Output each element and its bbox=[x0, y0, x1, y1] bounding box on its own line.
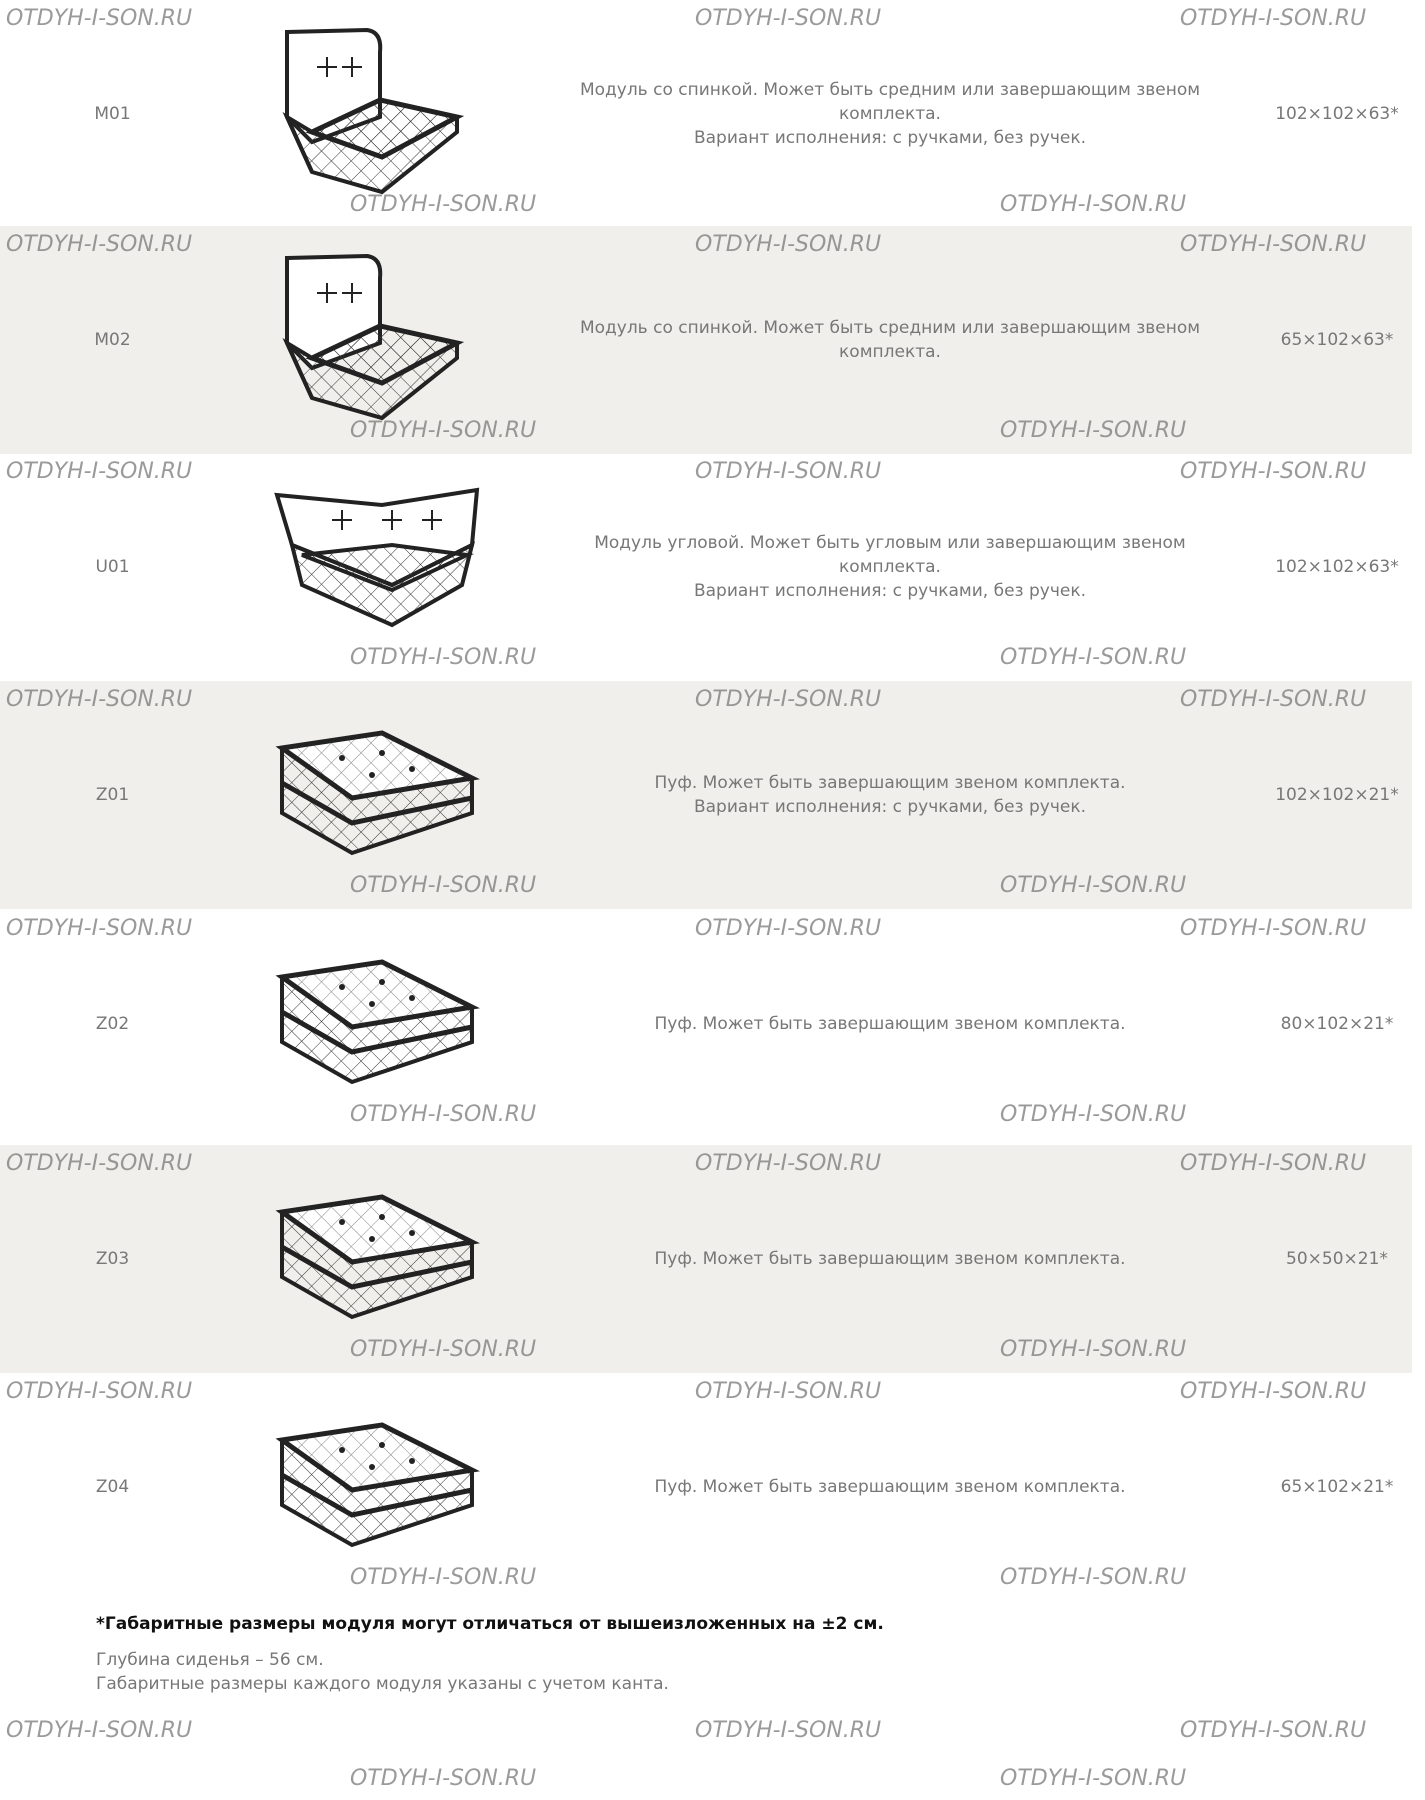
module-row: M02 Модуль со спинкой. Может быть средни… bbox=[0, 226, 1412, 454]
module-row: Z02 Пуф. Может быть завершающим звеном к… bbox=[0, 910, 1412, 1138]
module-code: M02 bbox=[94, 330, 131, 350]
module-drawing bbox=[272, 475, 502, 655]
module-drawing bbox=[272, 932, 502, 1112]
module-drawing bbox=[272, 1395, 502, 1575]
module-size: 50×50×21* bbox=[1286, 1249, 1388, 1269]
watermark: OTDYH-I-SON.RU bbox=[695, 1718, 882, 1743]
module-description: Модуль со спинкой. Может быть средним ил… bbox=[530, 316, 1250, 364]
module-row: Z03 Пуф. Может быть завершающим звеном к… bbox=[0, 1145, 1412, 1373]
module-size: 102×102×63* bbox=[1275, 104, 1399, 124]
module-drawing bbox=[272, 248, 502, 428]
module-size: 80×102×21* bbox=[1280, 1014, 1394, 1034]
description-line: Модуль со спинкой. Может быть средним ил… bbox=[579, 318, 1201, 338]
description-line: Модуль со спинкой. Может быть средним ил… bbox=[579, 80, 1201, 100]
footer-notes: *Габаритные размеры модуля могут отличат… bbox=[96, 1612, 884, 1696]
module-code: Z01 bbox=[95, 785, 130, 805]
module-size: 65×102×63* bbox=[1280, 330, 1394, 350]
description-line: Вариант исполнения: с ручками, без ручек… bbox=[693, 581, 1087, 601]
watermark: OTDYH-I-SON.RU bbox=[1000, 1766, 1187, 1791]
description-line: комплекта. bbox=[839, 342, 941, 362]
module-code: U01 bbox=[95, 557, 130, 577]
seat-depth-note: Глубина сиденья – 56 см. bbox=[96, 1650, 324, 1670]
module-description: Пуф. Может быть завершающим звеном компл… bbox=[530, 1475, 1250, 1499]
description-line: Пуф. Может быть завершающим звеном компл… bbox=[654, 1249, 1126, 1269]
module-row: U01 Модуль угловой. Может быть угловым и… bbox=[0, 453, 1412, 681]
module-size: 65×102×21* bbox=[1280, 1477, 1394, 1497]
description-line: Пуф. Может быть завершающим звеном компл… bbox=[654, 1477, 1126, 1497]
module-drawing bbox=[272, 22, 502, 202]
module-size: 102×102×63* bbox=[1275, 557, 1399, 577]
watermark: OTDYH-I-SON.RU bbox=[350, 1766, 537, 1791]
module-code: Z04 bbox=[95, 1477, 130, 1497]
module-row: Z04 Пуф. Может быть завершающим звеном к… bbox=[0, 1373, 1412, 1601]
module-drawing bbox=[272, 703, 502, 883]
module-code: Z03 bbox=[95, 1249, 130, 1269]
description-line: Пуф. Может быть завершающим звеном компл… bbox=[654, 1014, 1126, 1034]
edge-note: Габаритные размеры каждого модуля указан… bbox=[96, 1674, 669, 1694]
module-drawing bbox=[272, 1167, 502, 1347]
module-description: Пуф. Может быть завершающим звеном компл… bbox=[530, 1012, 1250, 1036]
module-description: Пуф. Может быть завершающим звеном компл… bbox=[530, 771, 1250, 819]
size-tolerance-note: *Габаритные размеры модуля могут отличат… bbox=[96, 1614, 884, 1634]
module-description: Модуль со спинкой. Может быть средним ил… bbox=[530, 78, 1250, 150]
description-line: комплекта. bbox=[839, 557, 941, 577]
module-row: M01 Модуль со спинкой. Может быть средни… bbox=[0, 0, 1412, 228]
watermark: OTDYH-I-SON.RU bbox=[1180, 1718, 1367, 1743]
description-line: комплекта. bbox=[839, 104, 941, 124]
module-description: Модуль угловой. Может быть угловым или з… bbox=[530, 531, 1250, 603]
module-description: Пуф. Может быть завершающим звеном компл… bbox=[530, 1247, 1250, 1271]
module-size: 102×102×21* bbox=[1275, 785, 1399, 805]
watermark: OTDYH-I-SON.RU bbox=[6, 1718, 193, 1743]
description-line: Вариант исполнения: с ручками, без ручек… bbox=[693, 128, 1087, 148]
description-line: Вариант исполнения: с ручками, без ручек… bbox=[693, 797, 1087, 817]
description-line: Модуль угловой. Может быть угловым или з… bbox=[594, 533, 1186, 553]
module-code: Z02 bbox=[95, 1014, 130, 1034]
module-code: M01 bbox=[94, 104, 131, 124]
description-line: Пуф. Может быть завершающим звеном компл… bbox=[654, 773, 1126, 793]
module-row: Z01 Пуф. Может быть завершающим звеном к… bbox=[0, 681, 1412, 909]
